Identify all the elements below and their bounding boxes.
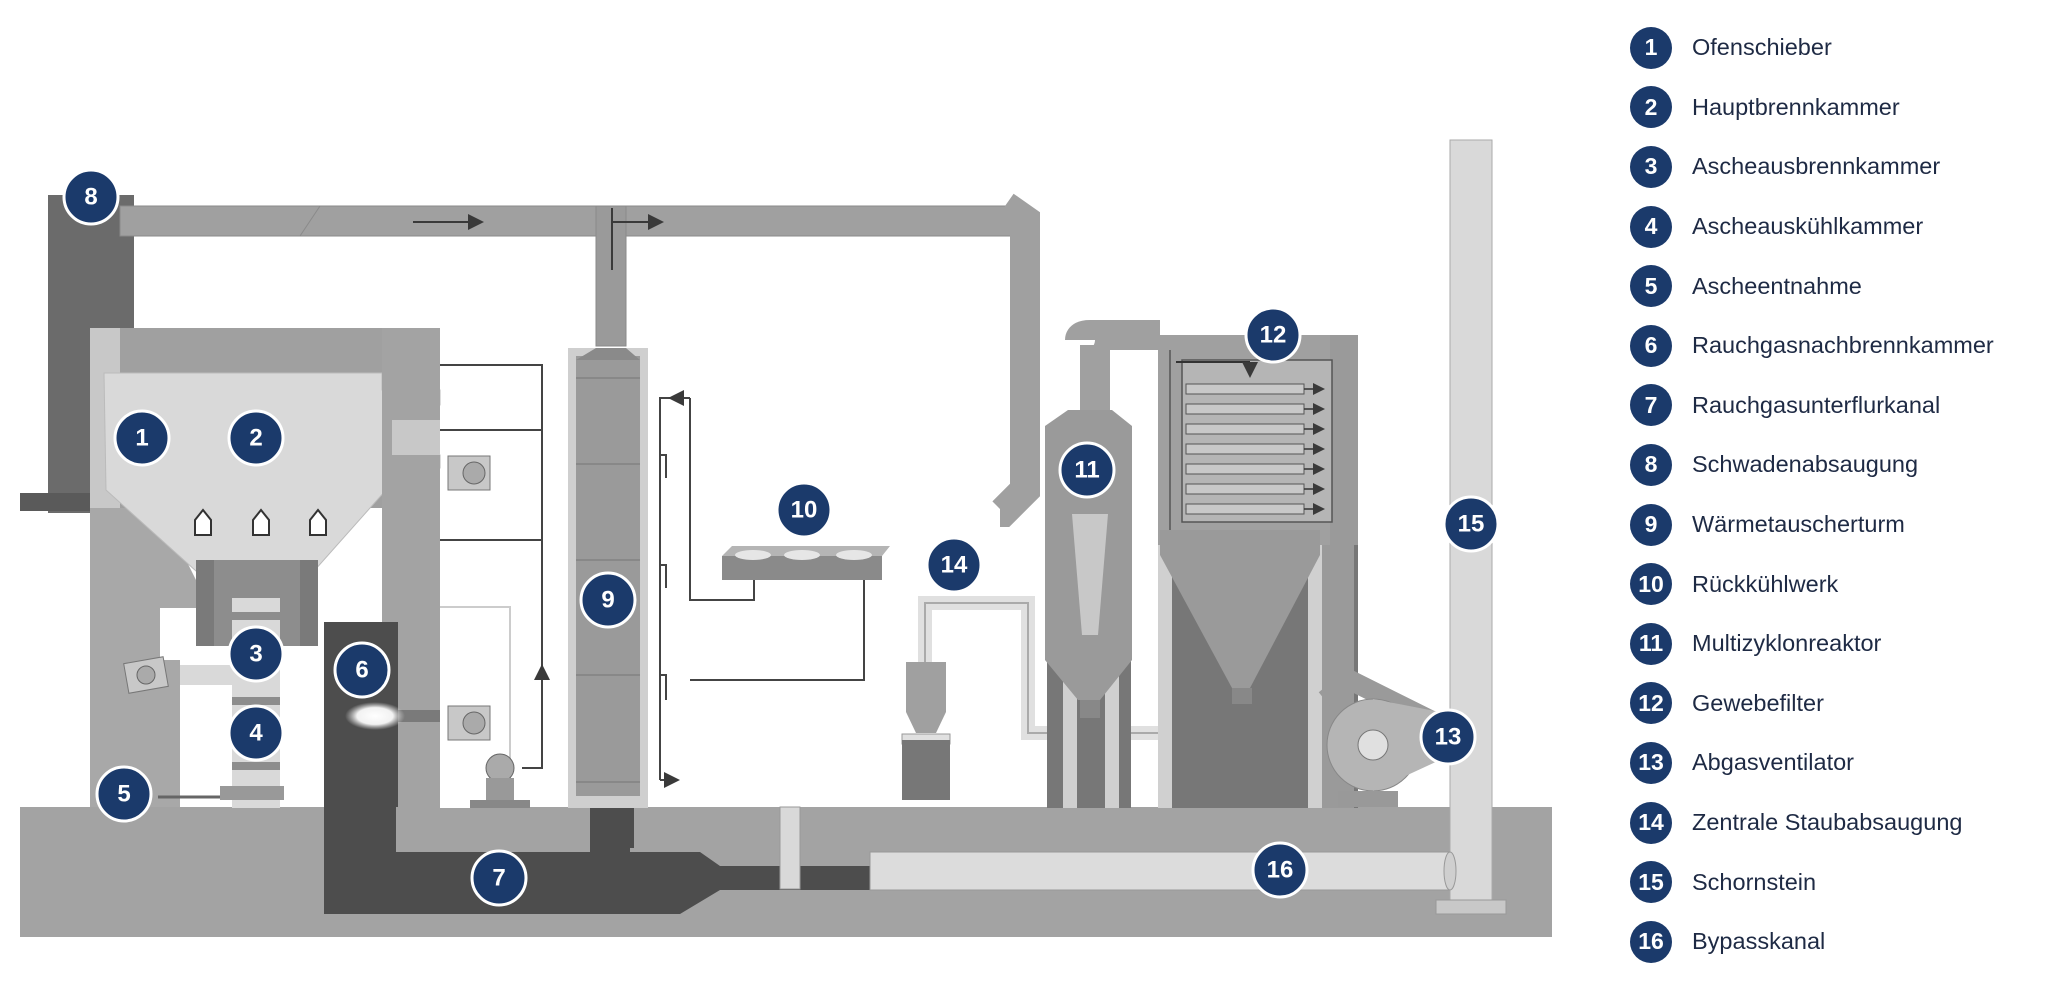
heat-exchanger-tower <box>568 348 648 848</box>
svg-text:11: 11 <box>1074 457 1099 484</box>
svg-text:15: 15 <box>1458 511 1485 538</box>
legend-label: Zentrale Staubabsaugung <box>1692 809 1963 836</box>
legend-item: 16 Bypasskanal <box>1630 912 2040 972</box>
legend-label: Rauchgasunterflurkanal <box>1692 391 1941 418</box>
legend-label: Schornstein <box>1692 868 1817 895</box>
legend-label: Ofenschieber <box>1692 34 1832 61</box>
legend-badge: 4 <box>1630 205 1672 248</box>
legend-item: 4 Ascheauskühlkammer <box>1630 197 2040 257</box>
legend-label: Wärmetauscherturm <box>1692 511 1905 538</box>
legend-badge: 7 <box>1630 384 1672 427</box>
marker-13: 13 <box>1419 708 1477 766</box>
marker-4: 4 <box>227 704 285 762</box>
legend-badge: 1 <box>1630 26 1672 69</box>
legend-label: Schwadenabsaugung <box>1692 451 1919 478</box>
legend-item: 6 Rauchgasnachbrennkammer <box>1630 316 2040 376</box>
legend-badge: 9 <box>1630 503 1672 546</box>
legend-badge: 16 <box>1630 920 1672 963</box>
marker-11: 11 <box>1058 441 1116 499</box>
svg-text:5: 5 <box>117 781 130 808</box>
cooling-unit <box>722 546 890 580</box>
legend-badge: 2 <box>1630 86 1672 129</box>
legend-item: 8 Schwadenabsaugung <box>1630 435 2040 495</box>
legend-badge: 5 <box>1630 265 1672 308</box>
svg-text:9: 9 <box>601 587 614 614</box>
legend-label: Abgasventilator <box>1692 749 1854 776</box>
legend-badge: 14 <box>1630 801 1672 844</box>
marker-7: 7 <box>470 849 528 907</box>
legend-item: 3 Ascheausbrennkammer <box>1630 137 2040 197</box>
svg-text:7: 7 <box>492 865 505 892</box>
marker-16: 16 <box>1251 841 1309 899</box>
legend-label: Bypasskanal <box>1692 928 1826 955</box>
legend-badge: 12 <box>1630 682 1672 725</box>
marker-5: 5 <box>95 765 153 823</box>
marker-6: 6 <box>333 641 391 699</box>
cooling-lines <box>659 390 865 788</box>
legend-item: 14 Zentrale Staubabsaugung <box>1630 793 2040 853</box>
markers: 1 2 3 4 5 6 7 8 9 10 11 12 13 14 15 16 <box>62 168 1500 907</box>
svg-text:6: 6 <box>355 657 368 684</box>
svg-text:2: 2 <box>249 425 262 452</box>
legend-item: 5 Ascheentnahme <box>1630 256 2040 316</box>
legend-badge: 15 <box>1630 861 1672 904</box>
legend-badge: 11 <box>1630 622 1672 665</box>
legend-item: 7 Rauchgasunterflurkanal <box>1630 376 2040 436</box>
legend-item: 2 Hauptbrennkammer <box>1630 78 2040 138</box>
legend-badge: 13 <box>1630 741 1672 784</box>
svg-text:12: 12 <box>1260 322 1287 349</box>
marker-2: 2 <box>227 409 285 467</box>
legend-label: Ascheauskühlkammer <box>1692 213 1924 240</box>
plant-diagram: 1 2 3 4 5 6 7 8 9 10 11 12 13 14 15 16 <box>20 139 1552 937</box>
legend-item: 15 Schornstein <box>1630 852 2040 912</box>
svg-text:10: 10 <box>791 497 818 524</box>
marker-15: 15 <box>1442 495 1500 553</box>
legend-item: 1 Ofenschieber <box>1630 18 2040 78</box>
marker-3: 3 <box>227 625 285 683</box>
marker-10: 10 <box>775 481 833 539</box>
legend-badge: 10 <box>1630 563 1672 606</box>
marker-9: 9 <box>579 571 637 629</box>
legend-item: 13 Abgasventilator <box>1630 733 2040 793</box>
legend-label: Ascheausbrennkammer <box>1692 153 1941 180</box>
svg-text:1: 1 <box>135 425 148 452</box>
legend-label: Hauptbrennkammer <box>1692 93 1900 120</box>
marker-8: 8 <box>62 168 120 226</box>
exhaust-fan <box>1318 668 1440 807</box>
svg-text:4: 4 <box>249 720 263 747</box>
legend-label: Multizyklonreaktor <box>1692 630 1882 657</box>
legend-badge: 3 <box>1630 145 1672 188</box>
legend-item: 12 Gewebefilter <box>1630 674 2040 734</box>
legend-label: Rückkühlwerk <box>1692 570 1839 597</box>
bypass-channel <box>779 806 1457 891</box>
svg-text:8: 8 <box>84 184 97 211</box>
legend-badge: 6 <box>1630 324 1672 367</box>
legend-label: Ascheentnahme <box>1692 272 1862 299</box>
svg-text:13: 13 <box>1435 724 1462 751</box>
legend-label: Gewebefilter <box>1692 689 1824 716</box>
legend-label: Rauchgasnachbrennkammer <box>1692 332 1994 359</box>
svg-text:14: 14 <box>941 552 968 579</box>
legend-item: 10 Rückkühlwerk <box>1630 554 2040 614</box>
marker-14: 14 <box>925 536 983 594</box>
svg-text:3: 3 <box>249 641 262 668</box>
marker-12: 12 <box>1244 306 1302 364</box>
legend-item: 11 Multizyklonreaktor <box>1630 614 2040 674</box>
legend-badge: 8 <box>1630 443 1672 486</box>
svg-text:16: 16 <box>1267 857 1294 884</box>
marker-1: 1 <box>113 409 171 467</box>
piping <box>440 364 550 800</box>
legend-item: 9 Wärmetauscherturm <box>1630 495 2040 555</box>
kiln-fans <box>447 455 530 808</box>
